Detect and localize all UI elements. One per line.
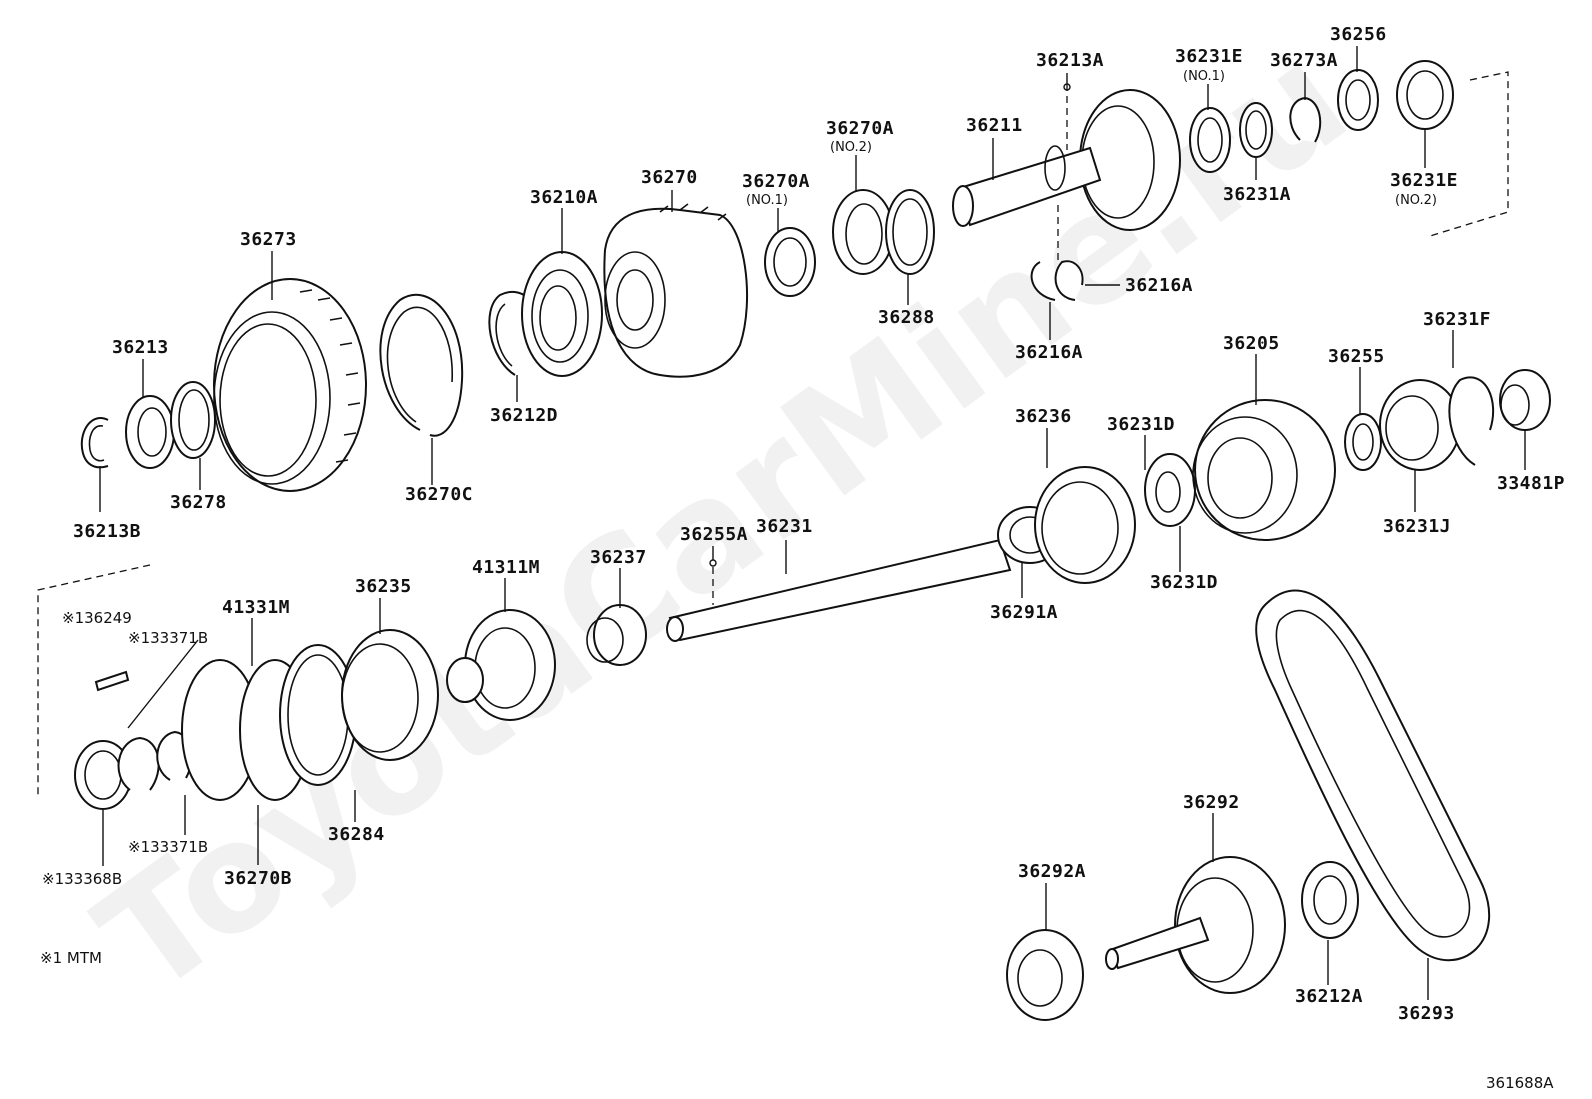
part-36205-sprocket — [1192, 399, 1336, 541]
label-36216A-right: 36216A — [1125, 275, 1193, 296]
label-36231A: 36231A — [1223, 184, 1291, 205]
label-36212D: 36212D — [490, 405, 558, 426]
label-36231D-top: 36231D — [1107, 414, 1175, 435]
part-36292-driven-sprocket — [1105, 856, 1286, 994]
label-36270A-no2-sub: (NO.2) — [830, 140, 872, 155]
label-36284: 36284 — [328, 824, 385, 845]
label-41331M: 41331M — [222, 597, 290, 618]
label-36216A-lower: 36216A — [1015, 342, 1083, 363]
label-36292A: 36292A — [1018, 861, 1086, 882]
part-36231E-no1-bearing — [1189, 107, 1231, 173]
label-36231J: 36231J — [1383, 516, 1451, 537]
part-36255-washer — [1344, 413, 1382, 471]
label-36205: 36205 — [1223, 333, 1280, 354]
part-41311M-hub — [446, 609, 556, 721]
part-36278-washer — [170, 381, 216, 459]
part-36231J-bearing — [1379, 379, 1461, 471]
part-36231D-plate — [1144, 453, 1196, 527]
label-36237: 36237 — [590, 547, 647, 568]
label-36210A: 36210A — [530, 187, 598, 208]
part-36270-carrier — [603, 203, 749, 378]
label-36270: 36270 — [641, 167, 698, 188]
part-36288-washer — [885, 189, 935, 275]
footnote: ※1 MTM — [40, 949, 102, 967]
label-36213B: 36213B — [73, 521, 141, 542]
part-36292A-bearing — [1006, 929, 1084, 1021]
label-36270C: 36270C — [405, 484, 473, 505]
label-33481P: 33481P — [1497, 473, 1565, 494]
label-36231E-no2-sub: (NO.2) — [1395, 193, 1437, 208]
part-36293-chain — [1255, 589, 1491, 962]
label-136249: ※136249 — [62, 609, 132, 627]
label-36293: 36293 — [1398, 1003, 1455, 1024]
label-36213: 36213 — [112, 337, 169, 358]
label-36270B: 36270B — [224, 868, 292, 889]
label-133368B: ※133368B — [42, 870, 122, 888]
part-136249-key — [94, 670, 130, 692]
label-36292: 36292 — [1183, 792, 1240, 813]
leader-lines — [99, 46, 1526, 1000]
label-36212A: 36212A — [1295, 986, 1363, 1007]
part-36270A-no2-race — [832, 189, 894, 275]
label-36255A: 36255A — [680, 524, 748, 545]
label-36213A: 36213A — [1036, 50, 1104, 71]
part-36231E-no2-bearing — [1396, 60, 1454, 130]
part-36213B-snap-ring — [80, 417, 109, 469]
label-36270A-no1: 36270A — [742, 171, 810, 192]
label-36236: 36236 — [1015, 406, 1072, 427]
label-36278: 36278 — [170, 492, 227, 513]
label-36273: 36273 — [240, 229, 297, 250]
label-133371B-bottom: ※133371B — [128, 838, 208, 856]
part-36256-race — [1337, 69, 1379, 131]
label-36270A-no2: 36270A — [826, 118, 894, 139]
part-36213-bearing — [125, 395, 175, 469]
part-36235-sleeve — [341, 629, 439, 761]
part-36236-drum — [1034, 466, 1136, 584]
label-36270A-no1-sub: (NO.1) — [746, 193, 788, 208]
label-36255: 36255 — [1328, 346, 1385, 367]
dashed-enclosures — [37, 71, 1509, 795]
label-36256: 36256 — [1330, 24, 1387, 45]
label-36235: 36235 — [355, 576, 412, 597]
label-36231F: 36231F — [1423, 309, 1491, 330]
part-labels: 36213A 36231E (NO.1) 36273A 36256 36211 … — [42, 24, 1565, 1024]
label-36231E-no2: 36231E — [1390, 170, 1458, 191]
label-36211: 36211 — [966, 115, 1023, 136]
part-36231A-ring — [1239, 102, 1273, 158]
part-36210A-bearing — [521, 251, 603, 377]
part-36231-shaft — [666, 538, 1012, 642]
label-133371B-top: ※133371B — [128, 629, 208, 647]
part-36216A-snap-rings — [1030, 260, 1084, 301]
label-36231: 36231 — [756, 516, 813, 537]
part-133371B-spring — [117, 730, 193, 791]
part-36231F-snap-ring — [1448, 376, 1495, 466]
label-41311M: 41311M — [472, 557, 540, 578]
part-36273-ring-gear — [213, 278, 367, 492]
label-36231E-no1-sub: (NO.1) — [1183, 69, 1225, 84]
part-36270A-no1-bearing — [764, 227, 816, 297]
diagram-code: 361688A — [1486, 1074, 1554, 1092]
part-36211-sun-gear-shaft — [952, 89, 1181, 231]
part-33481P-sleeve — [1499, 369, 1551, 431]
part-36212A-bearing — [1301, 861, 1359, 939]
label-36291A: 36291A — [990, 602, 1058, 623]
label-36273A: 36273A — [1270, 50, 1338, 71]
part-36270C-snap-ring — [379, 293, 464, 437]
label-36231D-bottom: 36231D — [1150, 572, 1218, 593]
label-36231E-no1: 36231E — [1175, 46, 1243, 67]
label-36288: 36288 — [878, 307, 935, 328]
